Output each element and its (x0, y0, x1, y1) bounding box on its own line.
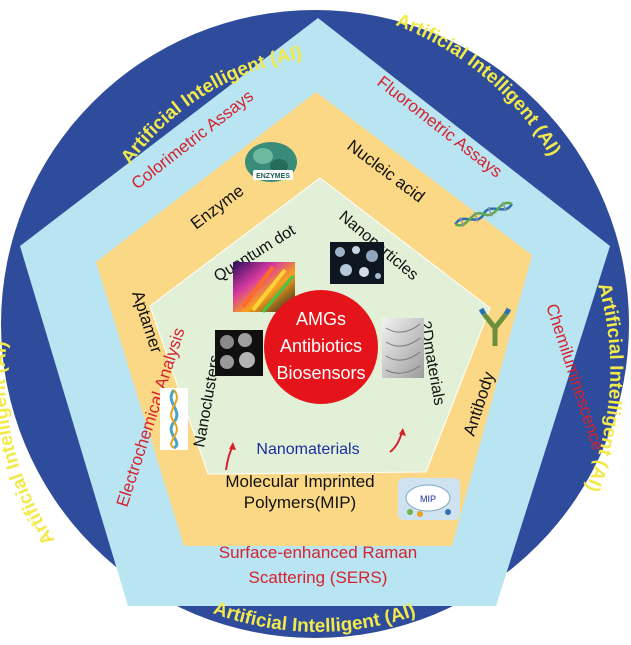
mip-label-line2: Polymers(MIP) (244, 493, 356, 512)
center-line-1: AMGs (296, 309, 346, 329)
mip-icon: MIP (398, 478, 460, 520)
antibody-icon (478, 307, 512, 346)
enzyme-icon: ENZYMES (245, 142, 297, 182)
dna-icon (454, 201, 513, 227)
nanomaterials-title: Nanomaterials (256, 441, 359, 458)
center-line-2: Antibiotics (280, 336, 362, 356)
aptamer-icon (160, 388, 188, 450)
center-line-3: Biosensors (276, 363, 365, 383)
center-circle (264, 290, 378, 404)
right-arrow-head-icon (399, 428, 406, 436)
mip-label-line1: Molecular Imprinted (225, 472, 374, 491)
2d-materials-image (382, 318, 424, 378)
nanoparticles-image (330, 242, 384, 284)
left-arrow-head-icon (229, 442, 236, 450)
sers-label-line1: Surface-enhanced Raman (219, 543, 417, 562)
svg-text:ENZYMES: ENZYMES (256, 173, 290, 180)
svg-text:MIP: MIP (420, 494, 436, 504)
nanoclusters-image (215, 330, 263, 376)
sers-label-line2: Scattering (SERS) (249, 568, 388, 587)
